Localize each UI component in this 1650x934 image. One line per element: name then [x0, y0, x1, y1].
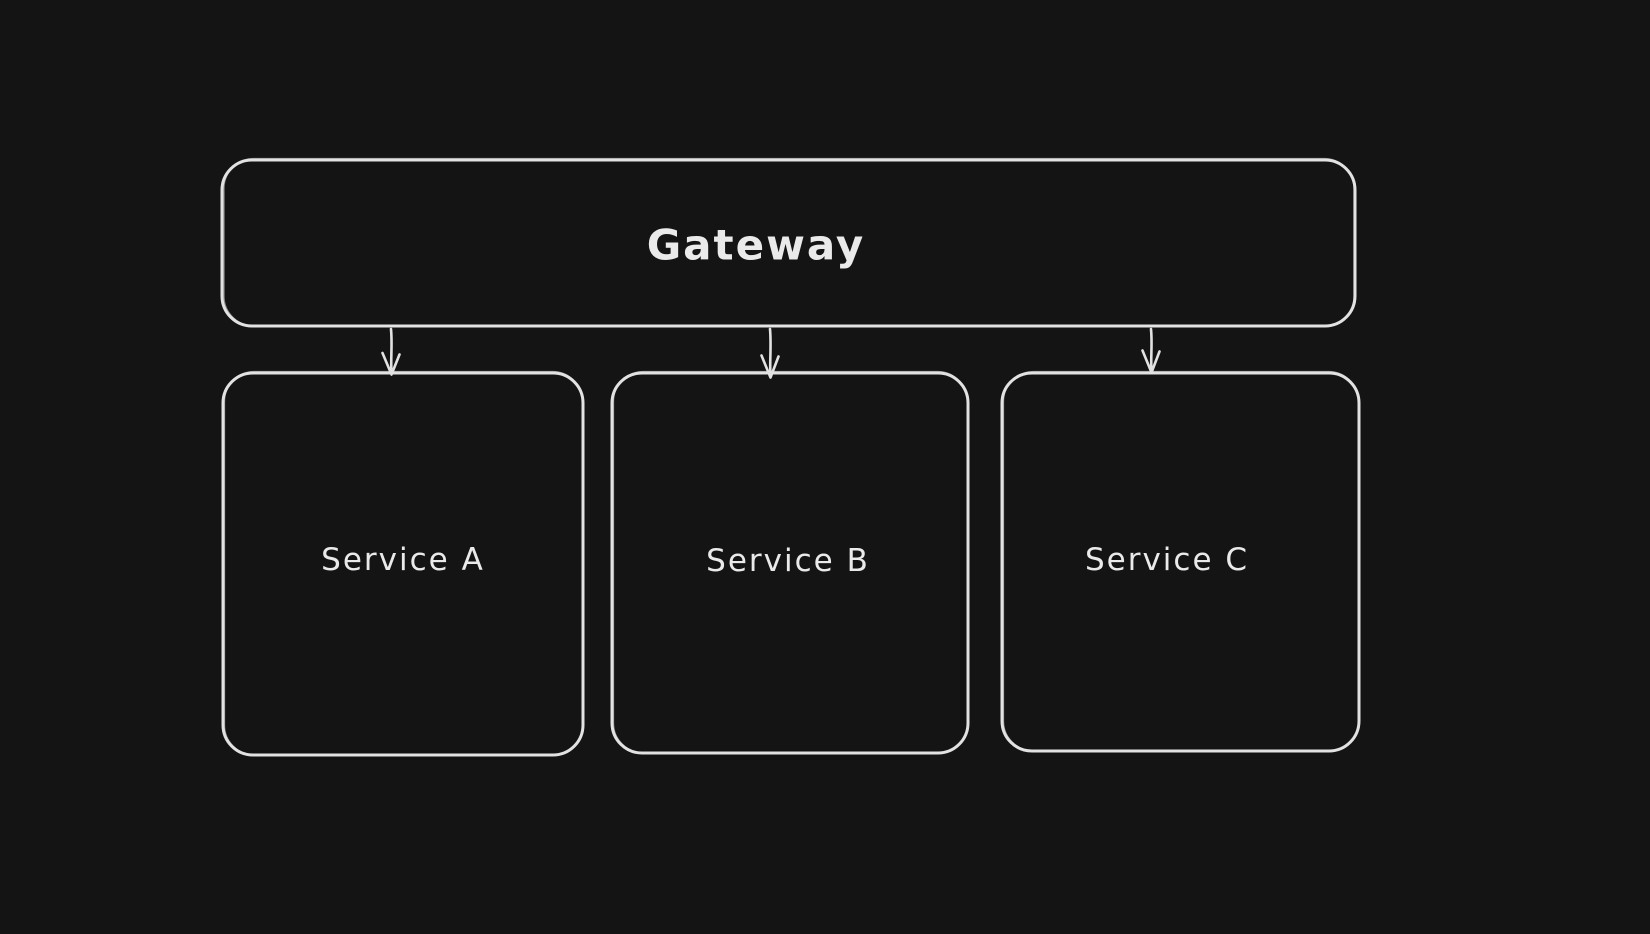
edge-b-arrowhead-icon: [760, 354, 780, 379]
edge-gateway-to-service-c[interactable]: [1141, 327, 1161, 374]
service-c-node-label: Service C: [1084, 542, 1250, 578]
service-b-node[interactable]: [610, 370, 970, 755]
gateway-node-label: Gateway: [646, 220, 866, 270]
service-c-box-outline-ghost: [1002, 370, 1360, 752]
service-a-node[interactable]: [221, 370, 585, 757]
edge-gateway-to-service-b[interactable]: [760, 327, 780, 379]
service-b-node-label: Service B: [706, 543, 870, 579]
gateway-box-outline-ghost: [223, 157, 1355, 327]
service-c-node[interactable]: [1000, 370, 1361, 753]
edge-a-arrowhead-icon: [381, 351, 401, 376]
edge-b-shaft: [768, 327, 772, 377]
gateway-node[interactable]: [220, 157, 1357, 328]
edge-c-arrowhead-icon: [1141, 349, 1161, 374]
edge-a-shaft: [389, 327, 393, 374]
service-a-box-outline-ghost: [223, 370, 584, 756]
edge-c-shaft: [1149, 327, 1153, 372]
edge-gateway-to-service-a[interactable]: [381, 327, 401, 376]
service-b-box-outline-ghost: [612, 370, 969, 754]
service-a-node-label: Service A: [321, 542, 485, 578]
